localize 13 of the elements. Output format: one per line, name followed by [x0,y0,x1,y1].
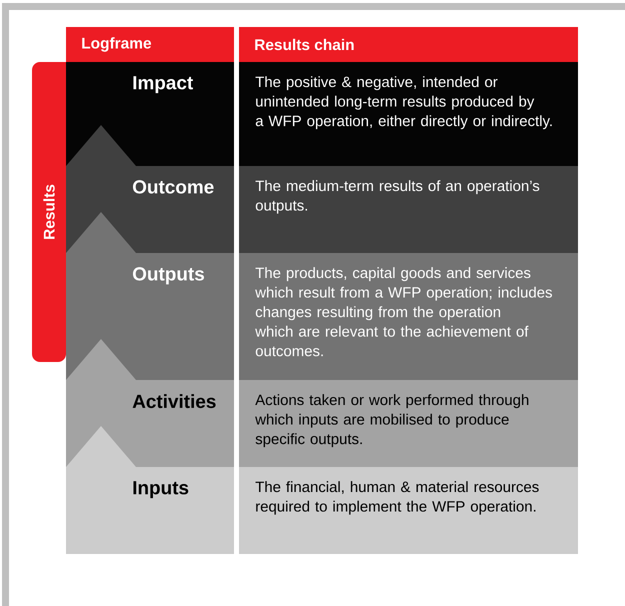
description-cell: The positive & negative, intended or unintended long-term results produced by a WFP operation, either directly or indirectly. [239,62,578,166]
description-cell: The financial, human & material resources required to implement the WFP operation. [239,466,578,554]
description-cell: The products, capital goods and services which result from a WFP operation; includes changes resulting from the operation which are relevant to the achievement of outcomes. [239,252,578,380]
description-cell: The medium-term results of an operation’s outputs. [239,166,578,253]
level-cell: Inputs [66,426,234,554]
column-header: Results chain [239,27,578,62]
level-cell: Activities [66,338,234,467]
level-cell: Outputs [66,212,234,380]
column-header: Logframe [66,27,234,62]
level-cell: Outcome [66,124,234,253]
description-cell: Actions taken or work performed through which inputs are mobilised to produce specific outputs. [239,380,578,467]
results-band: Results [32,62,66,362]
level-cell: Impact [66,62,234,166]
